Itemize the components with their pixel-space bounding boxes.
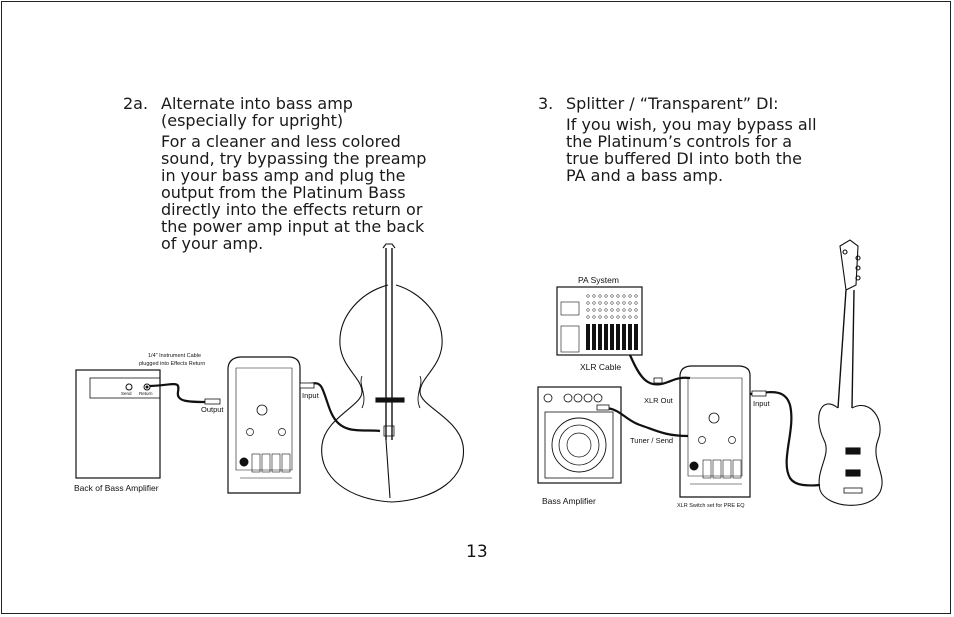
back-of-bass-amp-caption: Back of Bass Amplifier (74, 483, 159, 493)
input-label-left: Input (302, 391, 319, 400)
effects-return-cable (149, 383, 206, 404)
xlr-out-label: XLR Out (644, 396, 673, 405)
section-3-body: If you wish, you may bypass all the Plat… (566, 115, 817, 185)
output-label: Output (201, 405, 224, 414)
platinum-pedal-illustration-right (679, 365, 751, 498)
platinum-pedal-illustration-left (227, 356, 301, 494)
tuner-send-label: Tuner / Send (630, 436, 674, 445)
bass-input-cable (749, 391, 821, 487)
section-3-number: 3. (538, 94, 554, 113)
section-2a-number: 2a. (123, 94, 149, 113)
pa-system-label: PA System (578, 275, 619, 285)
bass-amp-back-illustration (75, 369, 161, 479)
input-label-right: Input (753, 399, 770, 408)
section-2a-heading: Alternate into bass amp (especially for … (161, 94, 353, 130)
xlr-switch-note: XLR Switch set for PRE EQ (677, 503, 745, 509)
section-2a-body: For a cleaner and less colored sound, tr… (161, 132, 427, 253)
pa-system-illustration (556, 286, 643, 356)
electric-bass-illustration (818, 239, 883, 506)
tuner-send-cable (603, 406, 689, 438)
xlr-cable (628, 354, 691, 386)
upright-input-cable (299, 382, 381, 433)
return-jack-label: Return (139, 391, 153, 396)
upright-bass-illustration (321, 243, 464, 503)
cable-note-line1: 1/4" Instrument Cable (148, 353, 202, 359)
bass-amp-caption: Bass Amplifier (542, 496, 596, 506)
page-number: 13 (466, 542, 488, 562)
send-jack-label: Send (121, 391, 132, 396)
cable-note-line2: plugged into Effects Return (139, 361, 206, 367)
bass-amp-front-illustration (537, 386, 622, 484)
xlr-cable-label: XLR Cable (580, 362, 622, 372)
section-3-heading: Splitter / “Transparent” DI: (566, 94, 779, 113)
